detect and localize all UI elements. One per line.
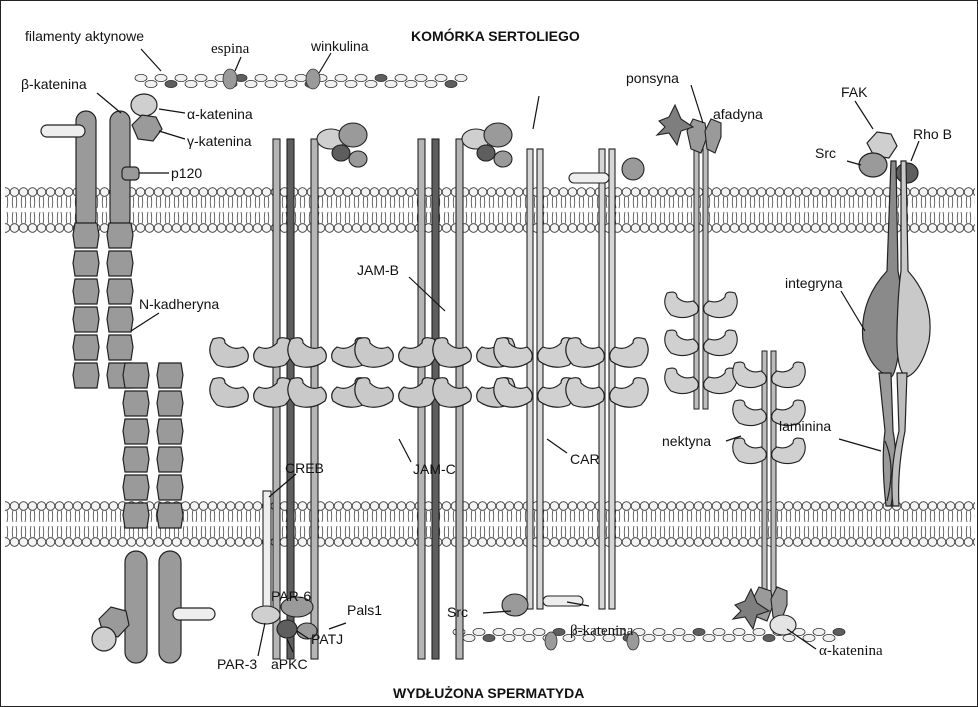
sertoli-membrane	[5, 187, 975, 233]
sertoli-cell-title: KOMÓRKA SERTOLIEGO	[411, 27, 580, 44]
label-nectin: nektyna	[662, 433, 711, 449]
label-n-cadherin: N-kadheryna	[139, 296, 219, 312]
label-apkc: aPKC	[271, 656, 308, 672]
label-afadin: afadyna	[713, 106, 763, 122]
label-ponsin: ponsyna	[626, 70, 679, 86]
nectin-complex	[657, 105, 805, 635]
label-p120: p120	[171, 165, 202, 181]
label-integrin: integryna	[785, 275, 843, 291]
actin-filament-top	[135, 69, 467, 89]
label-jam-b: JAM-B	[357, 262, 399, 278]
label-creb: CREB	[285, 460, 324, 476]
label-actin-filaments: filamenty aktynowe	[25, 28, 144, 44]
label-rho-b: Rho B	[913, 126, 952, 142]
spermatid-title: WYDŁUŻONA SPERMATYDA	[393, 685, 584, 701]
label-pals1: Pals1	[347, 602, 382, 618]
label-espina: espina	[211, 41, 250, 57]
label-alpha-catenin-bottom: α-katenina	[819, 643, 883, 659]
spermatid-membrane	[5, 501, 975, 547]
label-src-top: Src	[815, 145, 836, 161]
label-beta-catenin-bottom: β-katenina	[570, 623, 634, 639]
label-par3: PAR-3	[217, 656, 257, 672]
label-jam-c: JAM-C	[413, 461, 456, 477]
label-par6: PAR-6	[271, 588, 311, 604]
label-laminin: laminina	[779, 418, 831, 434]
label-alpha-catenin: α-katenina	[187, 106, 253, 122]
label-patj: PATJ	[311, 631, 343, 647]
label-beta-catenin: β-katenina	[21, 76, 87, 92]
label-fak: FAK	[841, 84, 868, 100]
label-vinculin: winkulina	[310, 38, 369, 54]
label-car: CAR	[570, 451, 600, 467]
label-gamma-catenin: γ-katenina	[187, 133, 252, 149]
label-src-bottom: Src	[447, 604, 468, 620]
